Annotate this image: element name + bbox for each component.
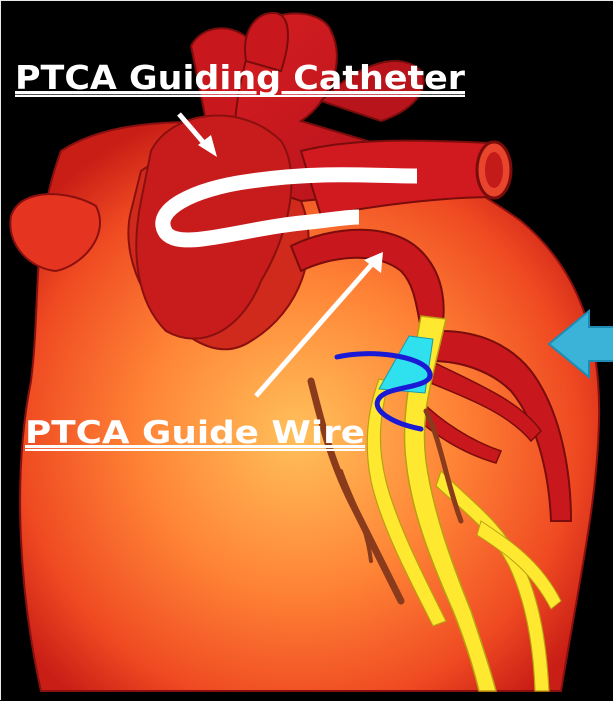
guide-wire-label: PTCA Guide Wire (25, 415, 365, 451)
pulmonary-artery-lumen (485, 152, 503, 188)
guiding-catheter-label: PTCA Guiding Catheter (15, 58, 466, 97)
